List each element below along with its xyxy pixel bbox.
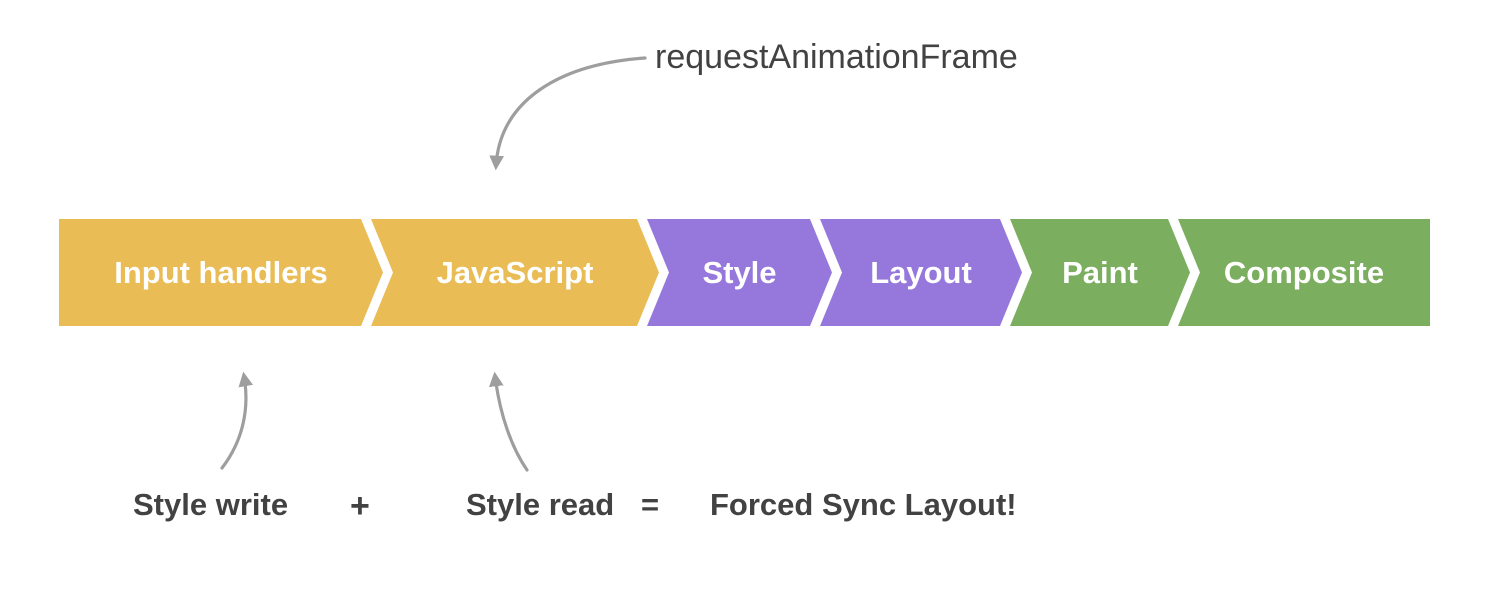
- segment-label: Style: [702, 254, 777, 290]
- pipeline-segment-input-handlers: Input handlers: [59, 219, 383, 326]
- segment-label: Layout: [870, 254, 972, 290]
- segment-label: Input handlers: [114, 254, 328, 290]
- style-write-label: Style write: [133, 487, 289, 522]
- raf-arrow-icon: [489, 56, 647, 171]
- request-animation-frame-label: requestAnimationFrame: [655, 38, 1018, 76]
- style-write-arrow-icon: [220, 371, 254, 470]
- pipeline-segment-paint: Paint: [1010, 219, 1190, 326]
- segment-label: Paint: [1062, 254, 1138, 290]
- pipeline-segment-layout: Layout: [820, 219, 1022, 326]
- plus-sign: +: [350, 487, 370, 525]
- segment-label: JavaScript: [436, 254, 594, 290]
- pipeline-segment-composite: Composite: [1178, 219, 1430, 326]
- pipeline-segment-javascript: JavaScript: [371, 219, 659, 326]
- equals-sign: =: [641, 487, 660, 522]
- pipeline-segment-style: Style: [647, 219, 832, 326]
- style-read-label: Style read: [466, 487, 615, 522]
- segment-label: Composite: [1223, 254, 1385, 290]
- style-read-arrow-icon: [488, 371, 529, 472]
- forced-sync-layout-label: Forced Sync Layout!: [710, 487, 1017, 522]
